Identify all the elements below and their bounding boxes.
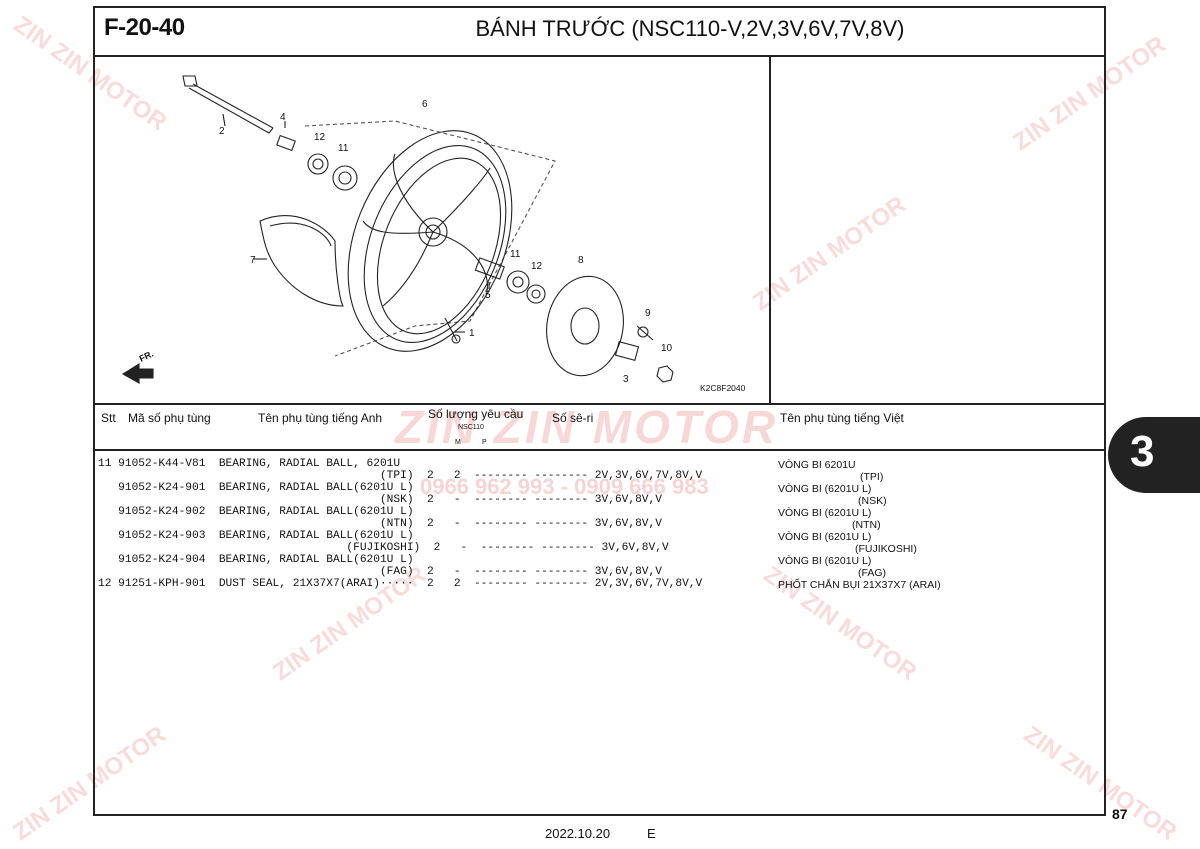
footer-date: 2022.10.20 (545, 826, 611, 841)
exploded-diagram: 2 4 12 11 6 7 5 11 12 8 1 9 3 10 FR. (121, 75, 674, 385)
watermark-phone: 0966 962 993 - 0909 666 983 (420, 474, 709, 499)
row-name-vn-sub: (TPI) (860, 471, 884, 483)
row-name-vn: VÒNG BI (6201U L) (778, 555, 872, 567)
col-part-no: Mã số phụ tùng (128, 411, 211, 425)
table-header-divider (93, 449, 1106, 451)
callout-label: 9 (645, 308, 651, 319)
callout-label: 1 (469, 328, 475, 339)
col-qty-model: NSC110 (458, 424, 484, 431)
table-row: (NSK) 2 - -------- -------- 3V,6V,8V,V (98, 494, 662, 506)
header-divider (93, 55, 1106, 57)
figure-code: F-20-40 (104, 14, 185, 41)
callout-label: 8 (578, 255, 584, 266)
table-row: 91052-K24-903 BEARING, RADIAL BALL(6201U… (98, 530, 414, 542)
table-row: 11 91052-K44-V81 BEARING, RADIAL BALL, 6… (98, 458, 401, 470)
row-name-vn-sub: (FAG) (858, 567, 886, 579)
callout-label: 5 (485, 290, 491, 301)
callout-label: 4 (280, 112, 286, 123)
row-name-vn-sub: (NTN) (852, 519, 881, 531)
col-qty: Số lượng yêu cầu (428, 407, 524, 421)
table-row: (TPI) 2 2 -------- -------- 2V,3V,6V,7V,… (98, 470, 703, 482)
col-stt: Stt (101, 411, 116, 425)
footer-edition: E (647, 826, 656, 841)
table-row: 91052-K24-902 BEARING, RADIAL BALL(6201U… (98, 506, 414, 518)
diagram-divider (769, 55, 771, 404)
row-name-vn: VÒNG BI (6201U L) (778, 531, 872, 543)
callout-label: 12 (531, 261, 543, 272)
callout-label: 10 (661, 343, 673, 354)
section-tab-number: 3 (1130, 427, 1155, 476)
page-number: 87 (1112, 806, 1128, 822)
row-name-vn: VÒNG BI 6201U (778, 459, 856, 471)
table-row: (NTN) 2 - -------- -------- 3V,6V,8V,V (98, 518, 662, 530)
table-row: (FAG) 2 - -------- -------- 3V,6V,8V,V (98, 566, 662, 578)
callout-label: 12 (314, 132, 326, 143)
watermark-brand: ZIN ZIN MOTOR (395, 401, 779, 453)
col-name-vn: Tên phụ tùng tiếng Việt (780, 411, 904, 425)
table-row: 12 91251-KPH-901 DUST SEAL, 21X37X7(ARAI… (98, 578, 703, 590)
col-qty-p: P (482, 439, 487, 446)
row-name-vn-sub: (NSK) (858, 495, 887, 507)
callout-label: 3 (623, 374, 629, 385)
callout-label: 11 (510, 249, 521, 260)
diagram-bottom-divider (93, 403, 1106, 405)
fr-label: FR. (138, 349, 155, 364)
table-row: (FUJIKOSHI) 2 - -------- -------- 3V,6V,… (98, 542, 669, 554)
col-name-en: Tên phụ tùng tiếng Anh (258, 411, 383, 425)
page-title: BÁNH TRƯỚC (NSC110-V,2V,3V,6V,7V,8V) (475, 16, 905, 41)
callout-label: 6 (422, 99, 428, 110)
row-name-vn: VÒNG BI (6201U L) (778, 483, 872, 495)
diagram-code: K2C8F2040 (700, 383, 746, 393)
col-serial: Số sê-ri (552, 411, 594, 425)
section-tab: 3 (1108, 417, 1200, 493)
row-name-vn: PHỐT CHẮN BỤI 21X37X7 (ARAI) (778, 579, 941, 591)
callout-label: 11 (338, 143, 349, 154)
table-row: 91052-K24-901 BEARING, RADIAL BALL(6201U… (98, 482, 414, 494)
callout-label: 7 (250, 255, 256, 266)
callout-label: 2 (219, 126, 225, 137)
row-name-vn-sub: (FUJIKOSHI) (855, 543, 917, 555)
col-qty-m: M (455, 439, 461, 446)
row-name-vn: VÒNG BI (6201U L) (778, 507, 872, 519)
table-row: 91052-K24-904 BEARING, RADIAL BALL(6201U… (98, 554, 414, 566)
page-frame (93, 6, 1106, 816)
